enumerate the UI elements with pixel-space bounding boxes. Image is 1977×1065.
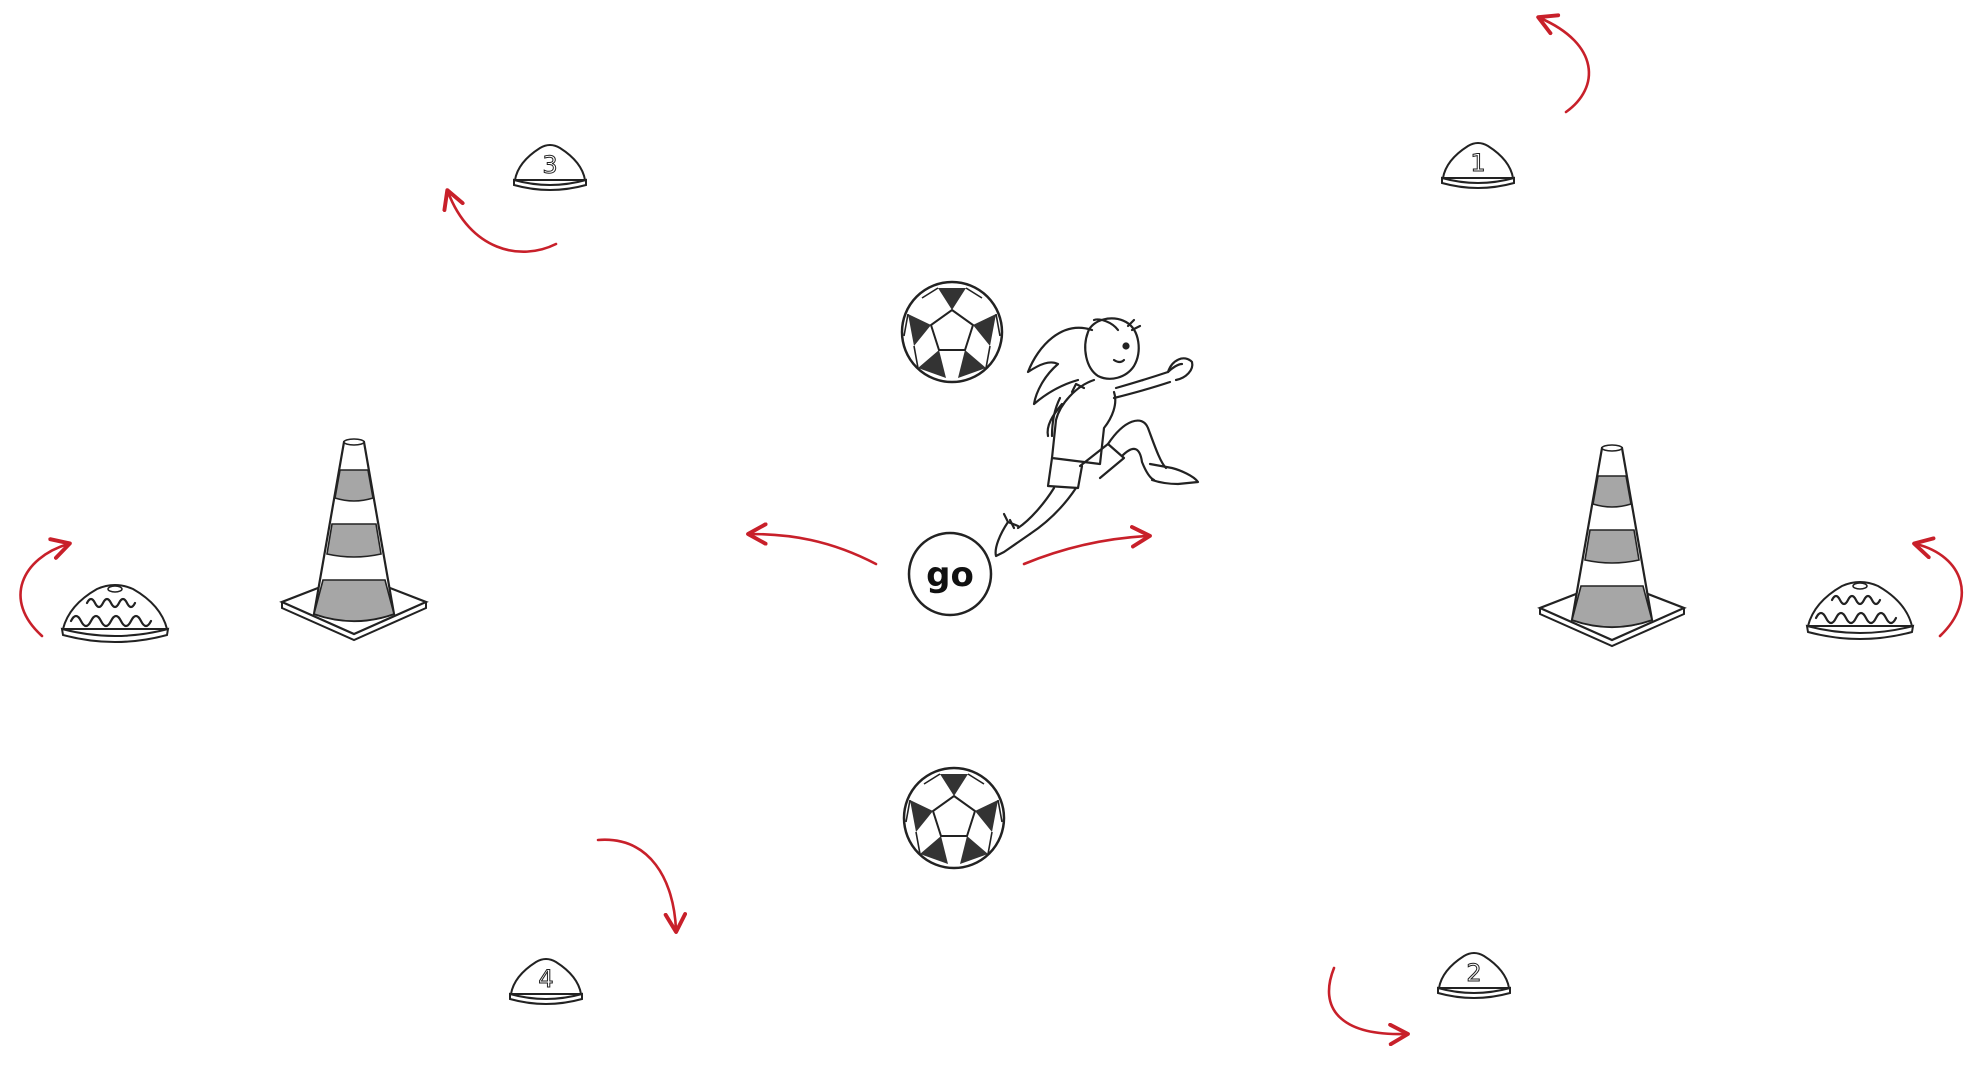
marker-number: 3: [542, 151, 557, 179]
direction-arrows: [21, 18, 1962, 1034]
traffic-cone-icon: [282, 439, 426, 640]
arrow-icon: [1916, 544, 1962, 636]
dome-marker-1: 1: [1442, 143, 1514, 188]
dome-marker-icon: [62, 585, 168, 642]
arrow-icon: [1024, 536, 1148, 564]
arrow-icon: [750, 534, 876, 564]
dome-marker-4: 4: [510, 959, 582, 1004]
arrow-icon: [598, 840, 676, 930]
soccer-ball-icon: [902, 282, 1002, 382]
start-label: go: [926, 555, 974, 595]
dome-marker-2: 2: [1438, 953, 1510, 998]
dome-marker-3: 3: [514, 145, 586, 190]
traffic-cone-icon: [1540, 445, 1684, 646]
running-player-icon: [996, 318, 1198, 556]
soccer-ball-icon: [904, 768, 1004, 868]
arrow-icon: [1540, 18, 1589, 112]
marker-number: 4: [538, 965, 553, 993]
start-marker: go: [909, 533, 991, 615]
arrow-icon: [448, 192, 556, 252]
marker-number: 2: [1466, 959, 1481, 987]
dome-marker-icon: [1807, 582, 1913, 639]
marker-number: 1: [1470, 149, 1485, 177]
arrow-icon: [21, 544, 68, 636]
arrow-icon: [1329, 968, 1406, 1034]
